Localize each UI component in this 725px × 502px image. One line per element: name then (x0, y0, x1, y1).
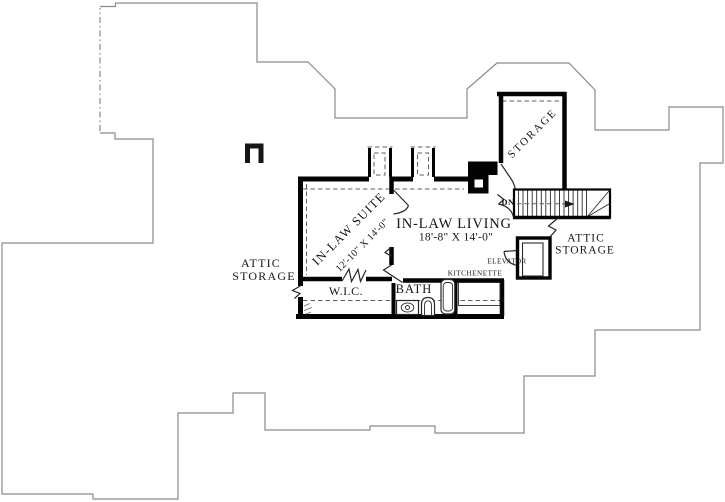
hall-door (497, 194, 515, 218)
staircase (512, 188, 612, 220)
label-attic-storage-right-line1: ATTIC (567, 232, 605, 245)
fireplace (468, 161, 498, 194)
stair-winders (586, 190, 610, 218)
interior-walls (296, 91, 567, 319)
elevator-cab (521, 242, 544, 277)
left-wall-break (291, 284, 302, 299)
sink-icon (420, 296, 436, 317)
suite-wall-break (383, 246, 393, 258)
stair-direction-arrow (565, 200, 575, 208)
bathtub-icon (440, 278, 456, 315)
chimney-chases (245, 143, 436, 177)
wic-opening-break (341, 267, 367, 284)
label-in-law-living-dimensions: 18'-8" X 14'-0" (418, 230, 494, 243)
suite-door (392, 189, 410, 215)
toilet-icon (395, 299, 420, 316)
chimney-icon (245, 143, 264, 163)
fixtures (395, 278, 501, 317)
label-elevator: ELEVATOR (487, 256, 527, 265)
label-bath: BATH (395, 281, 433, 296)
label-stairs-dn: DN (501, 196, 515, 207)
label-in-law-living: IN-LAW LIVING (396, 215, 512, 232)
label-attic-storage-right-line2: STORAGE (555, 244, 615, 257)
kitchenette-counter (458, 282, 501, 306)
roof-outline-top-notch (100, 3, 117, 8)
elevator-door (503, 249, 518, 267)
elevator-shaft (515, 236, 552, 280)
stair-hall-break (547, 217, 559, 238)
label-attic-storage-left-line1: ATTIC (241, 256, 281, 270)
storage-door (500, 163, 517, 190)
label-kitchenette: KITCHENETTE (447, 268, 503, 277)
doors-and-openings (291, 163, 559, 299)
bath-door (382, 264, 403, 284)
label-attic-storage-left-line2: STORAGE (232, 269, 296, 283)
label-wic: W.I.C. (328, 284, 364, 298)
